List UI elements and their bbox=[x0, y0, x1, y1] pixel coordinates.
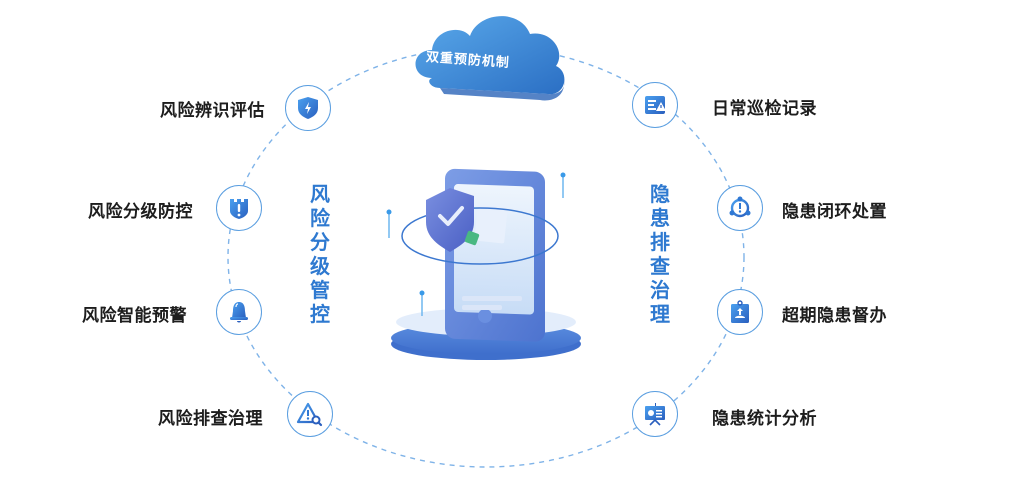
clipboard-upload-icon bbox=[731, 300, 749, 323]
right-group-title: 隐患排查治理 bbox=[650, 182, 670, 326]
presentation-chart-icon bbox=[645, 403, 665, 426]
checklist-warning-icon bbox=[645, 96, 666, 114]
item-label: 日常巡检记录 bbox=[712, 99, 817, 119]
item-label: 隐患闭环处置 bbox=[782, 202, 887, 222]
warning-search-icon bbox=[296, 402, 323, 427]
node-circle[interactable] bbox=[285, 85, 331, 131]
item-label: 风险排查治理 bbox=[158, 409, 263, 429]
item-label: 隐患统计分析 bbox=[712, 409, 817, 429]
node-circle[interactable] bbox=[717, 185, 763, 231]
item-label: 超期隐患督办 bbox=[782, 306, 887, 326]
item-label: 风险辨识评估 bbox=[160, 101, 265, 121]
item-label: 风险分级防控 bbox=[88, 202, 193, 222]
node-circle[interactable] bbox=[632, 82, 678, 128]
shield-lightning-icon bbox=[298, 97, 318, 119]
node-circle[interactable] bbox=[717, 289, 763, 335]
cloud-icon bbox=[415, 16, 565, 101]
item-label: 风险智能预警 bbox=[82, 306, 187, 326]
phone-shield-check-icon bbox=[386, 168, 581, 360]
orbit-path bbox=[227, 46, 745, 468]
node-circle[interactable] bbox=[632, 391, 678, 437]
left-group-title: 风险分级管控 bbox=[310, 182, 330, 326]
shield-alert-icon bbox=[230, 199, 248, 219]
node-circle[interactable] bbox=[287, 391, 333, 437]
bell-icon bbox=[230, 302, 248, 323]
closed-loop-alert-icon bbox=[729, 196, 751, 218]
node-circle[interactable] bbox=[216, 185, 262, 231]
node-circle[interactable] bbox=[216, 289, 262, 335]
